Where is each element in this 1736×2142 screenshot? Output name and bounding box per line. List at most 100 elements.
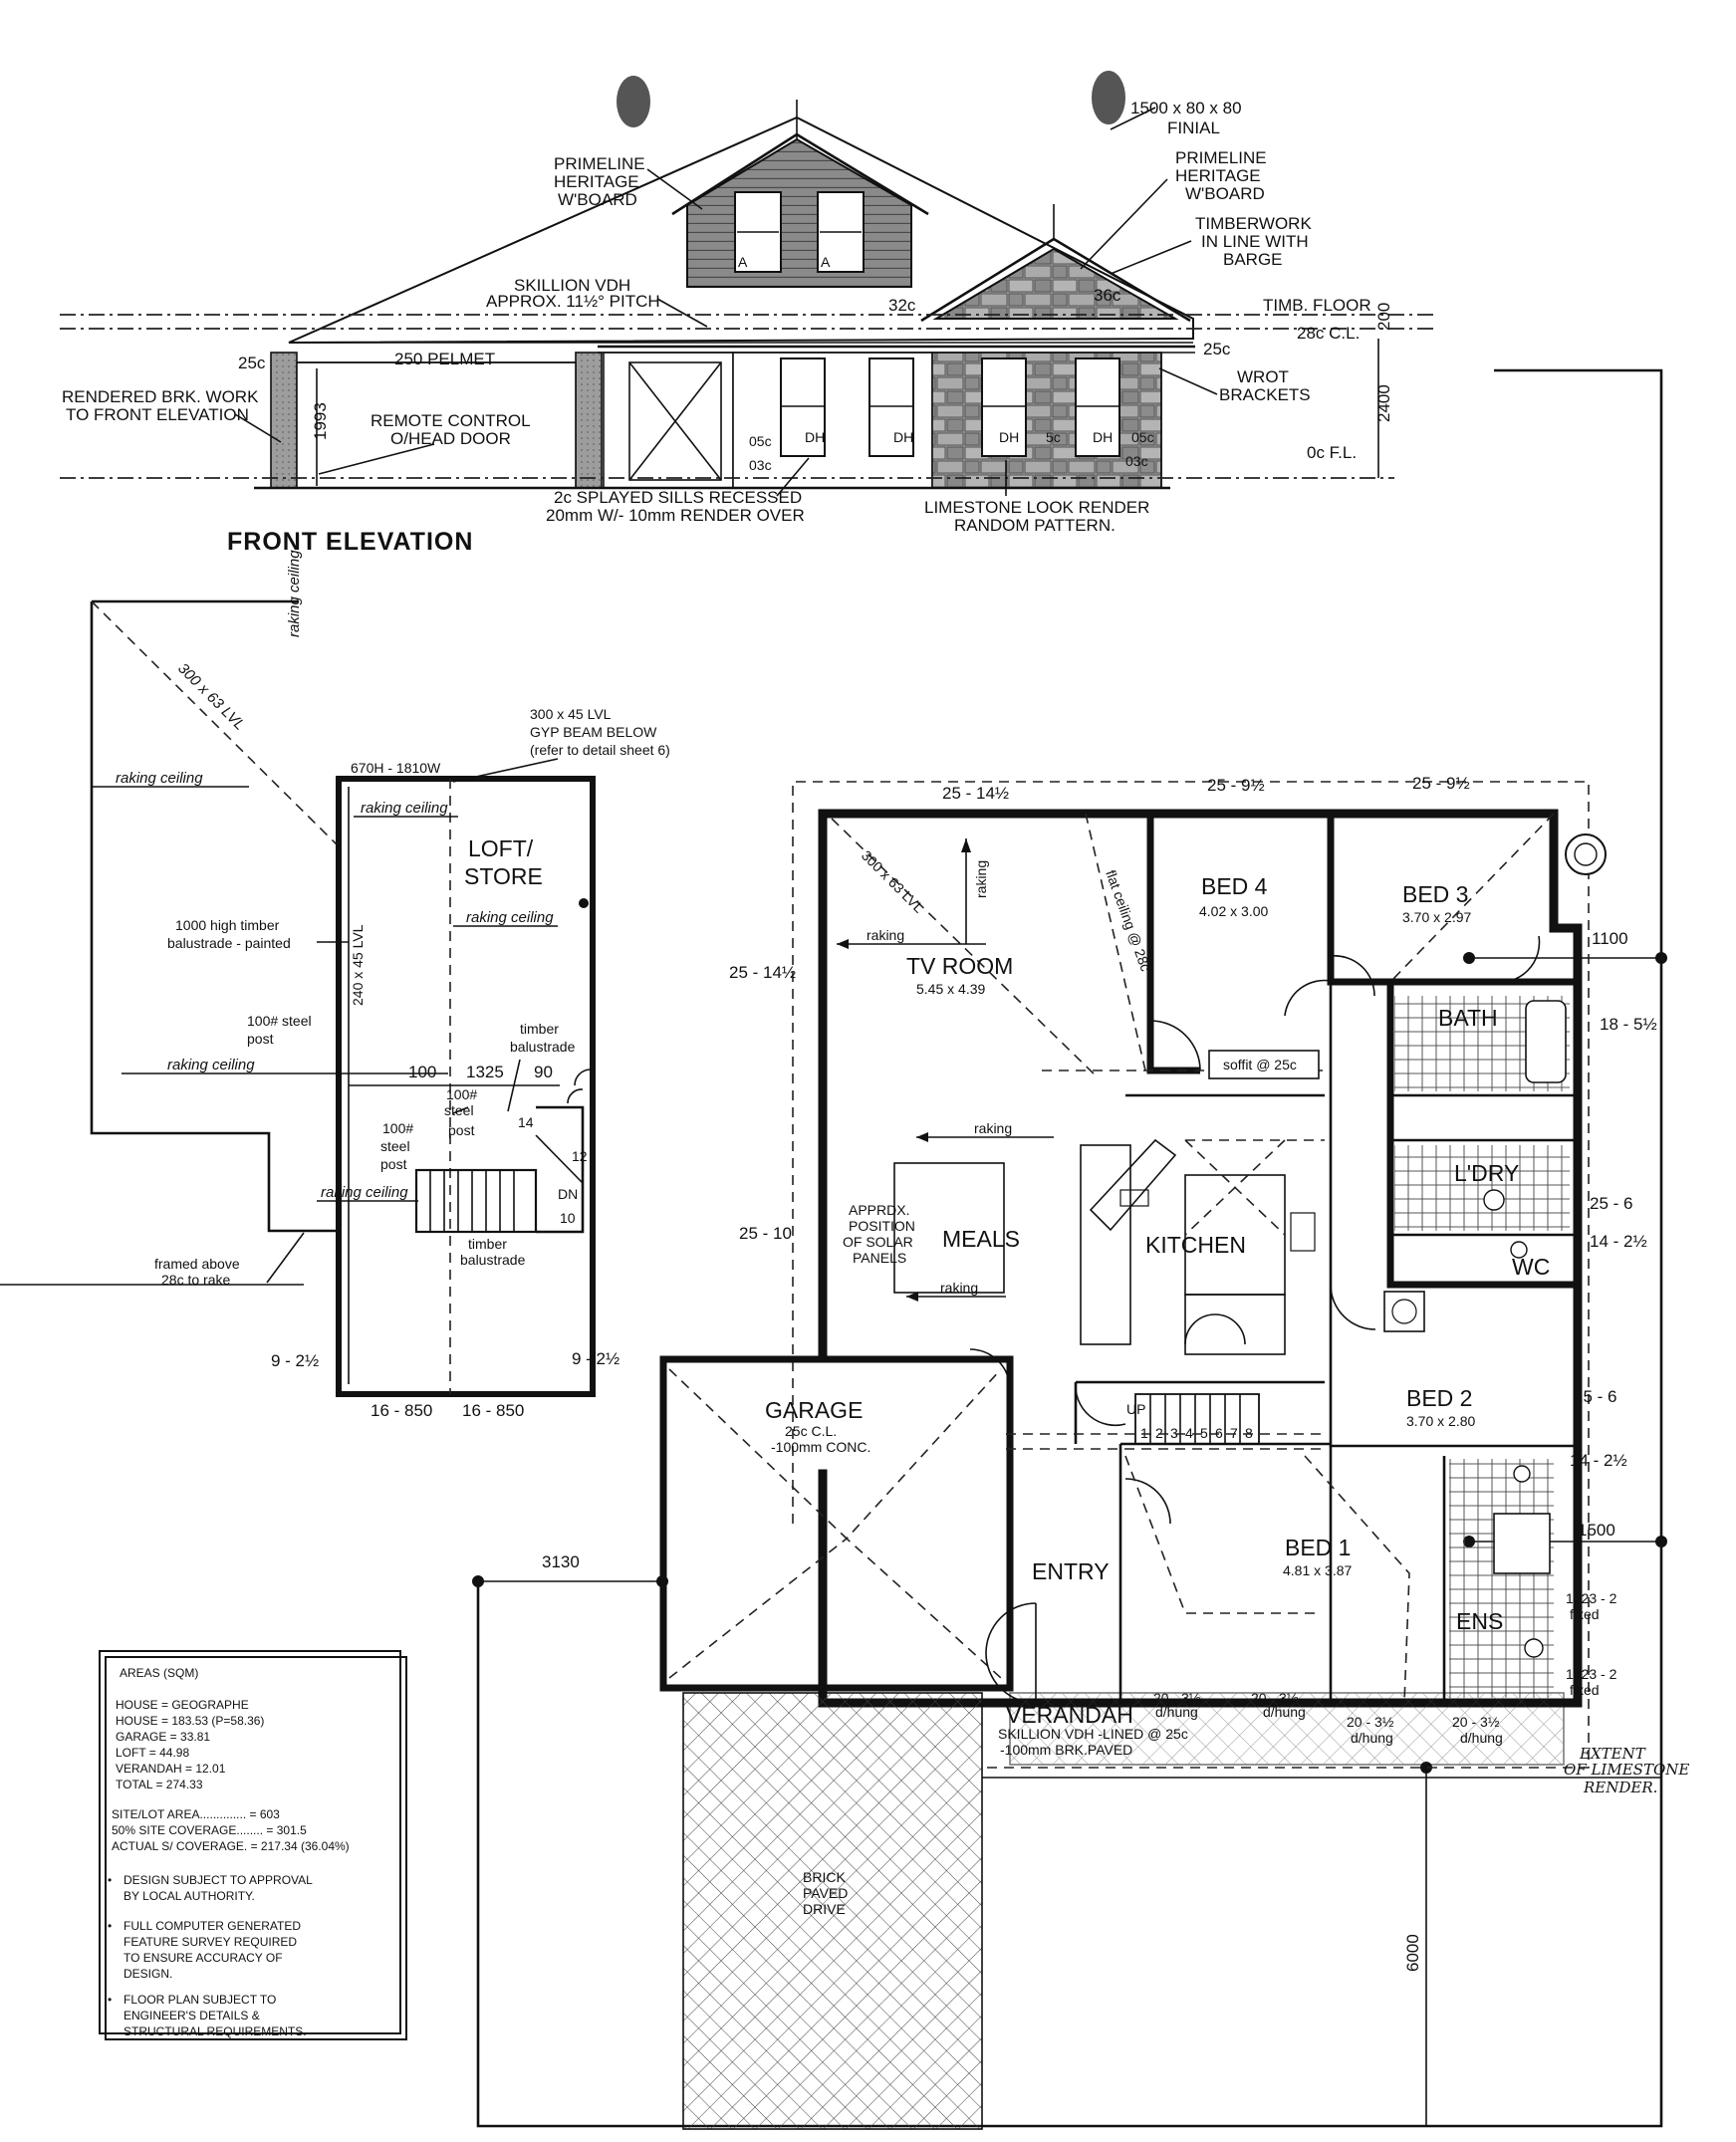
tv-room-label: TV ROOM bbox=[906, 953, 1013, 979]
solar-note: POSITION bbox=[849, 1218, 915, 1234]
design-note: ENGINEER'S DETAILS & bbox=[124, 2009, 260, 2023]
level-25c: 25c bbox=[238, 354, 266, 372]
toilet-icon bbox=[1510, 1241, 1528, 1259]
pelmet-label: 250 PELMET bbox=[394, 350, 495, 368]
balustrade-note: 1000 high timber bbox=[175, 917, 280, 933]
stair-treads bbox=[1149, 1394, 1241, 1444]
garage-walls bbox=[659, 1355, 1014, 1692]
bed3-label: BED 3 bbox=[1402, 881, 1468, 907]
setback-dim: 3130 bbox=[542, 1552, 580, 1571]
area-line: VERANDAH = 12.01 bbox=[116, 1762, 226, 1776]
window-size: 25 - 9½ bbox=[1412, 774, 1470, 793]
weatherboard-callout: HERITAGE bbox=[554, 172, 639, 191]
area-line: LOFT = 44.98 bbox=[116, 1746, 189, 1760]
loft-stair bbox=[414, 1168, 538, 1234]
window-size: d/hung bbox=[1460, 1730, 1503, 1746]
window-size: 1323 - 2 bbox=[1566, 1590, 1617, 1606]
area-line: HOUSE = GEOGRAPHE bbox=[116, 1698, 249, 1712]
level-05c: 05c bbox=[1131, 429, 1154, 445]
bed2-label: BED 2 bbox=[1406, 1385, 1472, 1411]
timberwork-callout: BARGE bbox=[1223, 250, 1283, 269]
stair-step: 1 bbox=[1140, 1425, 1148, 1441]
pantry bbox=[1184, 1294, 1286, 1355]
rendered-brick-pier bbox=[575, 352, 603, 489]
level-03c: 03c bbox=[749, 457, 772, 473]
stair-number: 12 bbox=[572, 1148, 588, 1164]
raking-note: raking bbox=[974, 1120, 1012, 1136]
gyp-beam-note: (refer to detail sheet 6) bbox=[530, 742, 670, 758]
finial-callout: 1500 x 80 x 80 bbox=[1130, 99, 1242, 118]
gyp-beam-note: GYP BEAM BELOW bbox=[530, 724, 657, 740]
setback-dim: 1100 bbox=[1592, 929, 1628, 948]
dormer-gable bbox=[686, 137, 912, 288]
drive-label: BRICK bbox=[803, 1869, 846, 1885]
level-32c: 32c bbox=[888, 296, 916, 315]
bed4-size: 4.02 x 3.00 bbox=[1199, 903, 1268, 919]
wall-height-dim: 2400 bbox=[1374, 384, 1393, 422]
raking-ceiling-note: raking ceiling bbox=[116, 770, 203, 787]
stair-step: 2 bbox=[1155, 1425, 1163, 1441]
window-size: 25 - 10 bbox=[739, 1224, 792, 1243]
steel-post-note: post bbox=[448, 1122, 475, 1138]
window-size: 18 - 5½ bbox=[1600, 1015, 1657, 1034]
area-line: GARAGE = 33.81 bbox=[116, 1730, 210, 1744]
timberwork-callout: TIMBERWORK bbox=[1195, 214, 1312, 233]
finial-callout: FINIAL bbox=[1167, 119, 1220, 137]
brackets-callout: BRACKETS bbox=[1219, 385, 1311, 404]
stair-step: 8 bbox=[1245, 1425, 1253, 1441]
kitchen-corner-sink bbox=[1089, 1138, 1177, 1232]
timber-balustrade-note: balustrade bbox=[510, 1039, 576, 1055]
window-code: DH bbox=[1093, 429, 1113, 445]
stair-number: 14 bbox=[518, 1114, 534, 1130]
door-height-dim: 1993 bbox=[311, 402, 330, 440]
raking-note: raking bbox=[940, 1280, 978, 1296]
brick-paved-drive bbox=[682, 1692, 983, 2130]
meals-label: MEALS bbox=[942, 1226, 1020, 1252]
window-code: DH bbox=[805, 429, 825, 445]
timber-floor-label: TIMB. FLOOR bbox=[1263, 296, 1371, 315]
window-code: A bbox=[738, 254, 748, 270]
ldry-tiles bbox=[1394, 1145, 1570, 1231]
window-size: 14 - 2½ bbox=[1590, 1232, 1647, 1251]
raking-ceiling-note: raking ceiling bbox=[361, 800, 448, 817]
ground-floor-plan: UP 1 2 3 4 5 6 7 8 bbox=[472, 368, 1689, 2130]
limestone-callout: RANDOM PATTERN. bbox=[954, 516, 1116, 535]
steel-post-note: post bbox=[380, 1156, 407, 1172]
stair-step: 4 bbox=[1185, 1425, 1193, 1441]
steel-post-note: post bbox=[247, 1031, 274, 1047]
garage-door-callout: O/HEAD DOOR bbox=[390, 429, 511, 448]
raking-ceiling-note: raking ceiling bbox=[167, 1057, 255, 1073]
loft-dim: 1325 bbox=[466, 1063, 504, 1081]
stair-number: 10 bbox=[560, 1210, 576, 1226]
site-line: SITE/LOT AREA.............. = 603 bbox=[112, 1807, 280, 1821]
design-note: DESIGN. bbox=[124, 1967, 172, 1981]
weatherboard-callout: W'BOARD bbox=[1185, 184, 1265, 203]
level-03c: 03c bbox=[1125, 453, 1148, 469]
stair-up-label: UP bbox=[1126, 1401, 1145, 1417]
sills-callout: 20mm W/- 10mm RENDER OVER bbox=[546, 506, 805, 525]
window-size: fixed bbox=[1570, 1682, 1600, 1698]
ceiling-level-label: 28c C.L. bbox=[1297, 324, 1360, 343]
garage-door-callout: REMOTE CONTROL bbox=[371, 411, 531, 430]
site-line: ACTUAL S/ COVERAGE. = 217.34 (36.04%) bbox=[112, 1839, 350, 1853]
window-size: 25 - 6 bbox=[1590, 1194, 1632, 1213]
window-size: d/hung bbox=[1263, 1704, 1306, 1720]
stair-step: 3 bbox=[1170, 1425, 1178, 1441]
window-size: 20 - 3½ bbox=[1347, 1714, 1394, 1730]
loft-bottom-dim: 16 - 850 bbox=[371, 1401, 432, 1420]
weatherboard-callout: W'BOARD bbox=[558, 190, 637, 209]
window-size: 25 - 14½ bbox=[729, 963, 796, 982]
bath-tub bbox=[1525, 1000, 1567, 1083]
basin-icon bbox=[1483, 1189, 1505, 1211]
skillion-callout: SKILLION VDH bbox=[514, 276, 630, 295]
front-elevation: A A DH DH DH DH bbox=[60, 71, 1434, 556]
area-line: TOTAL = 274.33 bbox=[116, 1778, 203, 1791]
stair-step: 5 bbox=[1200, 1425, 1208, 1441]
bed3-size: 3.70 x 2.97 bbox=[1402, 909, 1471, 925]
toilet-icon bbox=[1513, 1465, 1531, 1483]
tv-room-size: 5.45 x 4.39 bbox=[916, 981, 985, 997]
raking-note: raking bbox=[973, 860, 989, 898]
design-note: FEATURE SURVEY REQUIRED bbox=[124, 1935, 297, 1949]
design-note: BY LOCAL AUTHORITY. bbox=[124, 1889, 255, 1903]
